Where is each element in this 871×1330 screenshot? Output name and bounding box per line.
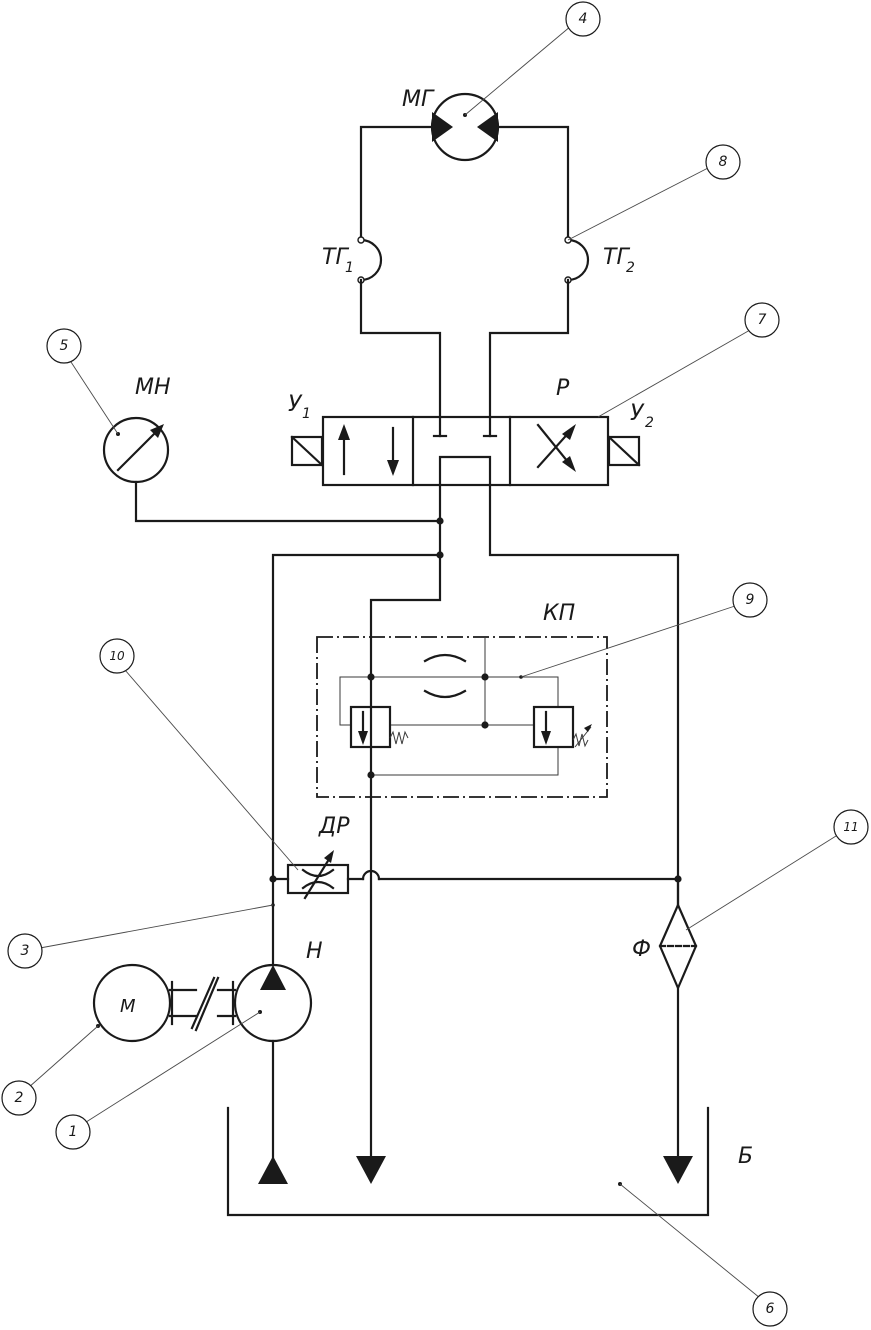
svg-text:4: 4 (579, 11, 588, 27)
svg-text:7: 7 (758, 312, 767, 328)
distributor-label: Р (556, 376, 570, 401)
coupling (168, 976, 237, 1032)
throttle-label: ДР (318, 814, 350, 839)
callout-9: 9 (732, 582, 768, 618)
hose-2 (564, 236, 590, 284)
svg-text:3: 3 (21, 943, 30, 959)
leader-4 (464, 25, 572, 116)
callout-2: 2 (1, 1080, 37, 1116)
callout-6: 6 (752, 1291, 788, 1327)
leader-1 (82, 1011, 261, 1125)
hose-1-label: ТГ (322, 245, 349, 270)
line-pump-up (271, 553, 442, 967)
line-motor-right (496, 125, 570, 242)
pump (233, 963, 313, 1162)
hose-2-sub: 2 (626, 260, 635, 276)
callout-8: 8 (705, 144, 741, 180)
drain-arrow-right (663, 1156, 693, 1184)
valve-block-label: КП (543, 601, 575, 626)
svg-text:8: 8 (719, 154, 728, 170)
leader-9 (520, 605, 736, 678)
svg-text:2: 2 (15, 1090, 24, 1106)
line-hose2-valve (488, 278, 570, 438)
suction-arrow (258, 1156, 288, 1184)
svg-text:11: 11 (843, 820, 858, 834)
leader-3 (39, 904, 274, 949)
callout-3: 3 (7, 933, 43, 969)
svg-text:6: 6 (766, 1301, 775, 1317)
gauge-label: МН (135, 375, 171, 400)
tank (226, 1106, 710, 1217)
svg-text:9: 9 (746, 592, 755, 608)
leader-11 (685, 835, 837, 931)
line-hose1-valve (359, 278, 442, 438)
svg-text:5: 5 (60, 338, 69, 354)
solenoid-2 (607, 435, 641, 467)
leader-7 (597, 329, 751, 418)
hose-2-label: ТГ (603, 245, 630, 270)
drain-arrow-center (356, 1156, 386, 1184)
junction-throttle-left (269, 875, 277, 883)
throttle (271, 850, 680, 900)
solenoid-1-sub: 1 (302, 406, 311, 422)
filter (658, 877, 698, 1162)
solenoid-2-label: У (630, 401, 645, 426)
hose-1-sub: 1 (345, 260, 354, 276)
line-return (488, 483, 680, 907)
svg-text:10: 10 (109, 649, 125, 663)
motor-m-label: М (120, 996, 136, 1017)
svg-text:1: 1 (69, 1124, 78, 1140)
solenoid-1-label: У (288, 392, 303, 417)
directional-valve (321, 415, 610, 487)
line-pressure-main (369, 483, 442, 1162)
solenoid-1 (290, 435, 324, 467)
callout-1: 1 (55, 1114, 91, 1150)
leader-6 (619, 1183, 761, 1299)
hydraulic-motor (430, 92, 500, 162)
line-gauge (134, 480, 442, 523)
callout-11: 11 (833, 809, 869, 845)
line-motor-left (359, 125, 434, 242)
leader-2 (27, 1025, 99, 1089)
motor-label: МГ (402, 87, 435, 112)
callout-7: 7 (744, 302, 780, 338)
filter-label: Ф (632, 937, 651, 962)
leader-5 (70, 361, 119, 435)
hose-1 (357, 236, 383, 284)
solenoid-2-sub: 2 (645, 415, 654, 431)
callout-4: 4 (565, 1, 601, 37)
pump-label: Н (306, 939, 323, 964)
leader-8 (567, 167, 709, 241)
callout-5: 5 (46, 328, 82, 364)
valve-block (316, 636, 608, 798)
junction-b (436, 551, 444, 559)
callout-10: 10 (99, 638, 135, 674)
leader-10 (124, 669, 299, 871)
tank-label: Б (738, 1144, 753, 1169)
junction-a (436, 517, 444, 525)
